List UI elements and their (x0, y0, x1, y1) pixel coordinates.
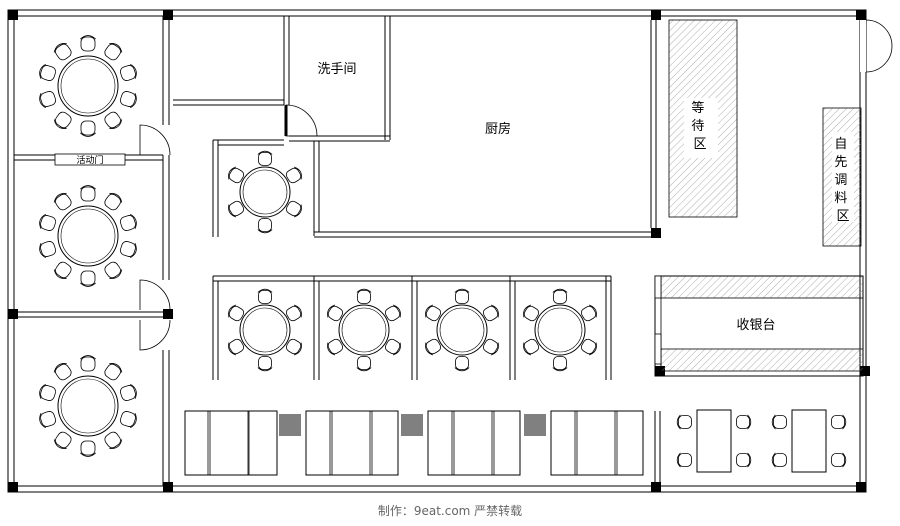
chair (425, 338, 442, 356)
chair (356, 356, 372, 372)
chair (104, 363, 123, 381)
chair (39, 213, 57, 231)
booth-partitions (212, 275, 612, 380)
chair (384, 304, 401, 322)
chair (228, 200, 245, 218)
chair (119, 411, 137, 429)
chair (523, 338, 540, 356)
chair (552, 356, 568, 372)
chair (327, 304, 344, 322)
chair (454, 356, 470, 372)
movable-door-label: 活动门 (76, 154, 103, 166)
chair (53, 193, 72, 211)
round-table (57, 55, 119, 117)
pillars (8, 10, 870, 492)
entrance-door (860, 19, 893, 73)
chair (80, 120, 96, 137)
chair (53, 261, 72, 279)
chair (831, 414, 847, 430)
chair (39, 383, 57, 401)
chair (327, 338, 344, 356)
chair (119, 383, 137, 401)
chair (228, 166, 245, 184)
chair (831, 452, 847, 468)
footer-credit: 制作：9eat.com 严禁转载 (378, 503, 522, 518)
chair (454, 288, 470, 304)
chair (39, 91, 57, 109)
waiting-area: 等 待 区 (668, 19, 738, 218)
chair (285, 304, 302, 322)
chair (257, 288, 273, 304)
chair (80, 35, 96, 52)
movable-door: 活动门 (54, 153, 126, 166)
chair (482, 304, 499, 322)
round-table (534, 304, 586, 356)
chair (580, 304, 597, 322)
chair (104, 193, 123, 211)
chair (104, 261, 123, 279)
chair (552, 288, 568, 304)
chair (228, 338, 245, 356)
chair (771, 414, 787, 430)
round-table (239, 304, 291, 356)
chair (104, 43, 123, 61)
booth-sofas (184, 410, 661, 486)
square-table (696, 409, 732, 473)
chair (80, 440, 96, 457)
chair (285, 200, 302, 218)
chair (119, 241, 137, 259)
chair (104, 111, 123, 129)
chair (676, 452, 692, 468)
chair (736, 452, 752, 468)
chair (39, 63, 57, 81)
chair (119, 63, 137, 81)
interior-walls (173, 16, 657, 238)
chair (257, 150, 273, 166)
chair (285, 166, 302, 184)
chair (425, 304, 442, 322)
chair (53, 111, 72, 129)
seasoning-area-label: 自 先 调 料 区 (834, 137, 851, 224)
chair (53, 363, 72, 381)
chair (53, 431, 72, 449)
chair (39, 411, 57, 429)
square-table (791, 409, 827, 473)
chair (80, 270, 96, 287)
chair (285, 338, 302, 356)
chair (257, 356, 273, 372)
chair (119, 91, 137, 109)
waiting-area-label: 等 待 区 (691, 100, 708, 152)
private-room-doors (139, 124, 171, 351)
chair (356, 288, 372, 304)
cashier-label: 收银台 (736, 318, 775, 333)
round-table (338, 304, 390, 356)
round-table (239, 166, 291, 218)
round-table (57, 375, 119, 437)
chair (482, 338, 499, 356)
chair (771, 452, 787, 468)
chair (736, 414, 752, 430)
washroom-label: 洗手间 (317, 62, 356, 77)
chair (104, 431, 123, 449)
chair (80, 185, 96, 202)
outer-walls (7, 9, 867, 493)
chair (580, 338, 597, 356)
chair (119, 213, 137, 231)
chair (257, 218, 273, 234)
chair (80, 355, 96, 372)
seasoning-area: 自 先 调 料 区 (822, 107, 862, 247)
chair (53, 43, 72, 61)
round-table (57, 205, 119, 267)
round-table (436, 304, 488, 356)
furniture (39, 35, 847, 473)
chair (523, 304, 540, 322)
cashier-counter: 收银台 (654, 275, 864, 377)
washroom-door (284, 104, 318, 137)
chair (39, 241, 57, 259)
kitchen-label: 厨房 (485, 121, 511, 137)
chair (676, 414, 692, 430)
chair (228, 304, 245, 322)
chair (384, 338, 401, 356)
